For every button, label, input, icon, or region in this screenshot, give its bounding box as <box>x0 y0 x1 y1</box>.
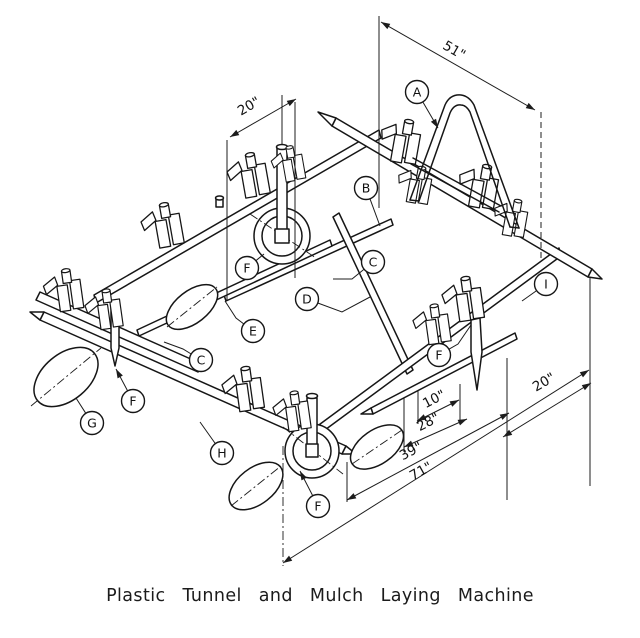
callout-circle <box>120 388 146 414</box>
callout-circle <box>305 493 331 519</box>
callout-letter: H <box>217 445 226 460</box>
callout-G-8: G <box>75 397 105 436</box>
callout-circle <box>533 271 559 297</box>
callout-E-4: E <box>224 300 266 344</box>
press-wheel-rear <box>282 392 344 479</box>
dimension-6: 20" <box>502 370 592 438</box>
callout-letter: F <box>435 347 442 362</box>
callout-circle <box>79 410 105 436</box>
callout-C-6: C <box>163 341 214 373</box>
dimension-label: 51" <box>440 38 468 64</box>
callout-letter: E <box>249 323 257 338</box>
callout-B-1: B <box>353 175 381 227</box>
bolt-detail <box>214 195 225 208</box>
callout-letter: B <box>362 180 371 195</box>
callout-circle <box>209 440 235 466</box>
callout-circle <box>360 249 386 275</box>
disc-blade <box>165 283 219 331</box>
callout-circle <box>426 342 452 368</box>
callout-circle <box>234 255 260 281</box>
callout-circle <box>294 286 320 312</box>
a-frame-hitch <box>409 94 520 229</box>
callout-letter: F <box>129 393 136 408</box>
dimension-label: 20" <box>530 370 558 396</box>
figure-caption: Plastic Tunnel and Mulch Laying Machine <box>106 586 534 606</box>
dimension-1: 51" <box>380 21 536 111</box>
callout-letter: G <box>87 415 97 430</box>
callout-letter: F <box>314 498 321 513</box>
rear-toolbar-right-tip <box>587 268 603 280</box>
dimension-label: 71" <box>407 459 435 484</box>
callout-letter: A <box>413 84 422 99</box>
callout-letter: C <box>197 352 206 367</box>
brace-diagonal <box>332 212 414 375</box>
front-toolbar-left-tip <box>29 311 45 321</box>
callout-letter: C <box>369 254 378 269</box>
callout-A-0: A <box>404 79 439 129</box>
press-wheel-front <box>249 95 317 265</box>
disc-blade <box>228 461 284 511</box>
callout-circle <box>353 175 379 201</box>
callout-circle <box>188 347 214 373</box>
knife-blade <box>470 317 483 391</box>
callout-I-12: I <box>521 271 559 302</box>
callout-letter: D <box>302 291 312 306</box>
callout-F-7: F <box>115 368 146 414</box>
dimension-label: 10" <box>420 387 448 412</box>
callout-F-10: F <box>299 470 331 519</box>
callout-circle <box>404 79 430 105</box>
callout-letter: F <box>243 260 250 275</box>
callout-C-2: C <box>333 249 386 280</box>
disc-blades <box>30 283 405 511</box>
callout-F-5: F <box>234 253 265 281</box>
callout-circle <box>240 318 266 344</box>
callout-D-3: D <box>294 286 371 313</box>
rear-toolbar-left-tip <box>317 111 337 127</box>
callout-H-9: H <box>199 421 235 466</box>
dimension-label: 20" <box>235 94 263 120</box>
callout-F-11: F <box>426 324 472 368</box>
callout-letter: I <box>544 276 548 291</box>
disc-blade <box>33 346 99 408</box>
dimension-0: 20" <box>229 94 297 138</box>
